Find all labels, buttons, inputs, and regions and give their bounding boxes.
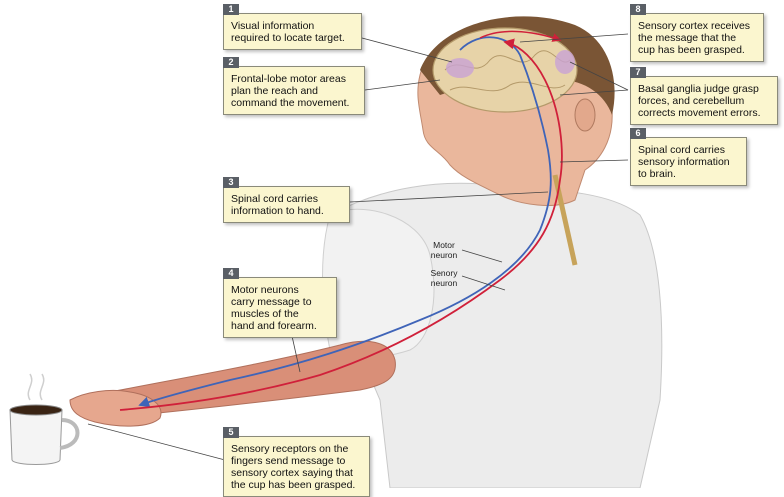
callout-text: Motor neurons carry message to muscles o… bbox=[231, 284, 317, 332]
visual-area-highlight bbox=[446, 58, 474, 78]
callout-1: 1 Visual information required to locate … bbox=[223, 4, 362, 50]
motor-pathway bbox=[138, 36, 552, 408]
callout-text: Sensory cortex receives the message that… bbox=[638, 20, 751, 56]
callout-3: 3 Spinal cord carries information to han… bbox=[223, 177, 350, 223]
forearm bbox=[94, 340, 396, 419]
callout-2: 2 Frontal-lobe motor areas plan the reac… bbox=[223, 57, 365, 115]
callout-text: Basal ganglia judge grasp forces, and ce… bbox=[638, 83, 761, 119]
callout-number: 5 bbox=[223, 427, 239, 438]
ear bbox=[574, 98, 596, 132]
motor-neuron-label: Motor neuron bbox=[430, 240, 458, 260]
leader-lines bbox=[87, 33, 629, 461]
callout-text: Spinal cord carries information to hand. bbox=[231, 193, 324, 217]
brain bbox=[432, 27, 578, 113]
callout-number: 3 bbox=[223, 177, 239, 188]
callout-number: 8 bbox=[630, 4, 646, 15]
callout-number: 2 bbox=[223, 57, 239, 68]
sensory-cortex-highlight bbox=[555, 50, 575, 74]
coffee-cup bbox=[9, 373, 80, 465]
callout-number: 4 bbox=[223, 268, 239, 279]
callout-text: Frontal-lobe motor areas plan the reach … bbox=[231, 73, 350, 109]
callout-6: 6 Spinal cord carries sensory informatio… bbox=[630, 128, 747, 186]
hand bbox=[69, 389, 162, 427]
sensory-pathway-2 bbox=[479, 30, 562, 42]
callout-number: 1 bbox=[223, 4, 239, 15]
callout-8: 8 Sensory cortex receives the message th… bbox=[630, 4, 764, 62]
callout-text: Spinal cord carries sensory information … bbox=[638, 144, 730, 180]
sensory-pathway bbox=[119, 38, 563, 411]
callout-5: 5 Sensory receptors on the fingers send … bbox=[223, 427, 370, 497]
callout-7: 7 Basal ganglia judge grasp forces, and … bbox=[630, 67, 778, 125]
callout-4: 4 Motor neurons carry message to muscles… bbox=[223, 268, 337, 338]
callout-number: 6 bbox=[630, 128, 646, 139]
callout-text: Sensory receptors on the fingers send me… bbox=[231, 443, 356, 491]
sensory-neuron-label: Senory neuron bbox=[430, 268, 458, 288]
callout-text: Visual information required to locate ta… bbox=[231, 20, 345, 44]
callout-number: 7 bbox=[630, 67, 646, 78]
